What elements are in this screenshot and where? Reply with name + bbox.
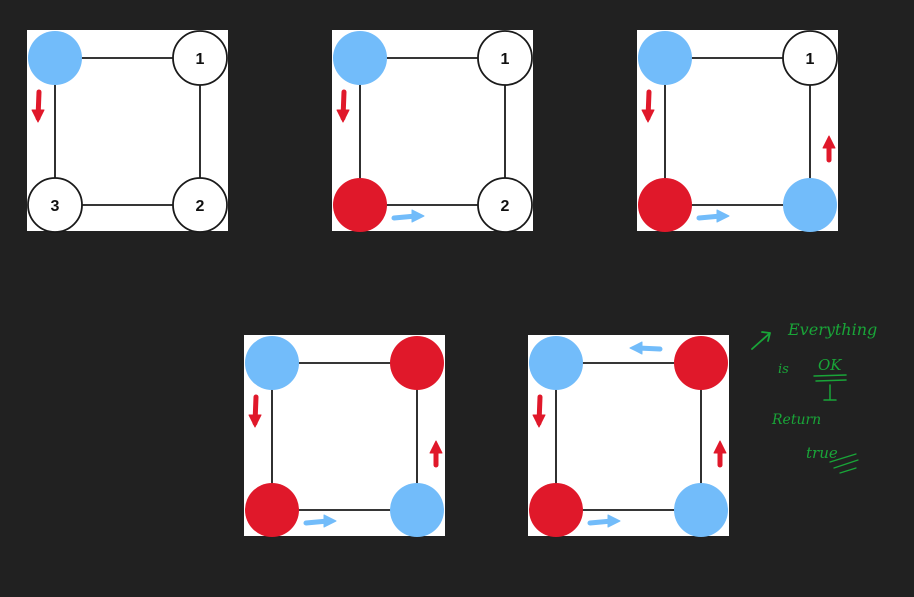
note-down-arrow-icon (823, 384, 837, 401)
node-1-circle (477, 30, 533, 86)
note-arrow-icon (751, 331, 771, 350)
node-2-circle (390, 483, 444, 537)
node-0-circle (28, 31, 82, 85)
arrow-bottom-right-icon (587, 514, 621, 528)
panel-3: 1 (637, 30, 838, 232)
node-3 (333, 178, 387, 232)
arrow-top-left-icon (629, 341, 663, 355)
node-0 (333, 31, 387, 85)
node-2-circle (477, 177, 533, 233)
node-3-circle (529, 483, 583, 537)
arrow-right-up-icon (822, 135, 836, 163)
node-1 (390, 336, 444, 390)
node-1: 1 (172, 30, 228, 86)
node-0 (245, 336, 299, 390)
arrow-left-down-icon (336, 89, 350, 123)
node-1-circle (782, 30, 838, 86)
panel-5 (528, 335, 729, 537)
node-0-circle (638, 31, 692, 85)
arrow-right-up-icon (429, 440, 443, 468)
note-line-true: true (806, 444, 838, 462)
node-1-circle (172, 30, 228, 86)
node-1: 1 (782, 30, 838, 86)
note-true-underline (829, 453, 859, 474)
note-ok-underline (813, 374, 847, 382)
node-2-label: 2 (501, 198, 510, 215)
arrow-left-down-icon (532, 394, 546, 428)
note-line-is: is (778, 362, 789, 377)
node-3-circle (333, 178, 387, 232)
arrow-right-up-icon (713, 440, 727, 468)
node-2-label: 2 (196, 198, 205, 215)
node-0-circle (333, 31, 387, 85)
node-3: 3 (27, 177, 83, 233)
node-3-circle (245, 483, 299, 537)
node-0-circle (529, 336, 583, 390)
node-1-circle (390, 336, 444, 390)
node-1-label: 1 (806, 51, 815, 68)
note-line-ok: OK (818, 356, 842, 374)
node-1: 1 (477, 30, 533, 86)
note-line-return: Return (771, 412, 821, 428)
arrow-bottom-right-icon (696, 209, 730, 223)
arrow-left-down-icon (31, 89, 45, 123)
node-0-circle (245, 336, 299, 390)
node-3 (529, 483, 583, 537)
node-2-circle (674, 483, 728, 537)
node-1-circle (674, 336, 728, 390)
node-1-label: 1 (196, 51, 205, 68)
panel-2: 12 (332, 30, 533, 233)
arrow-left-down-icon (641, 89, 655, 123)
arrow-bottom-right-icon (303, 514, 337, 528)
node-3-circle (27, 177, 83, 233)
node-2-circle (783, 178, 837, 232)
node-2 (674, 483, 728, 537)
node-1-label: 1 (501, 51, 510, 68)
arrow-left-down-icon (248, 394, 262, 428)
node-2 (390, 483, 444, 537)
node-2 (783, 178, 837, 232)
node-3 (638, 178, 692, 232)
node-2: 2 (477, 177, 533, 233)
node-2-circle (172, 177, 228, 233)
node-0 (529, 336, 583, 390)
node-2: 2 (172, 177, 228, 233)
node-3-circle (638, 178, 692, 232)
node-0 (638, 31, 692, 85)
panel-1: 1 2 3 (27, 30, 228, 233)
arrow-bottom-right-icon (391, 209, 425, 223)
note-line-everything: Everything (787, 320, 877, 339)
node-3 (245, 483, 299, 537)
node-0 (28, 31, 82, 85)
handwritten-note: Everything is OK Return true (751, 320, 877, 474)
node-3-label: 3 (51, 198, 60, 215)
panel-4 (244, 335, 445, 537)
node-1 (674, 336, 728, 390)
